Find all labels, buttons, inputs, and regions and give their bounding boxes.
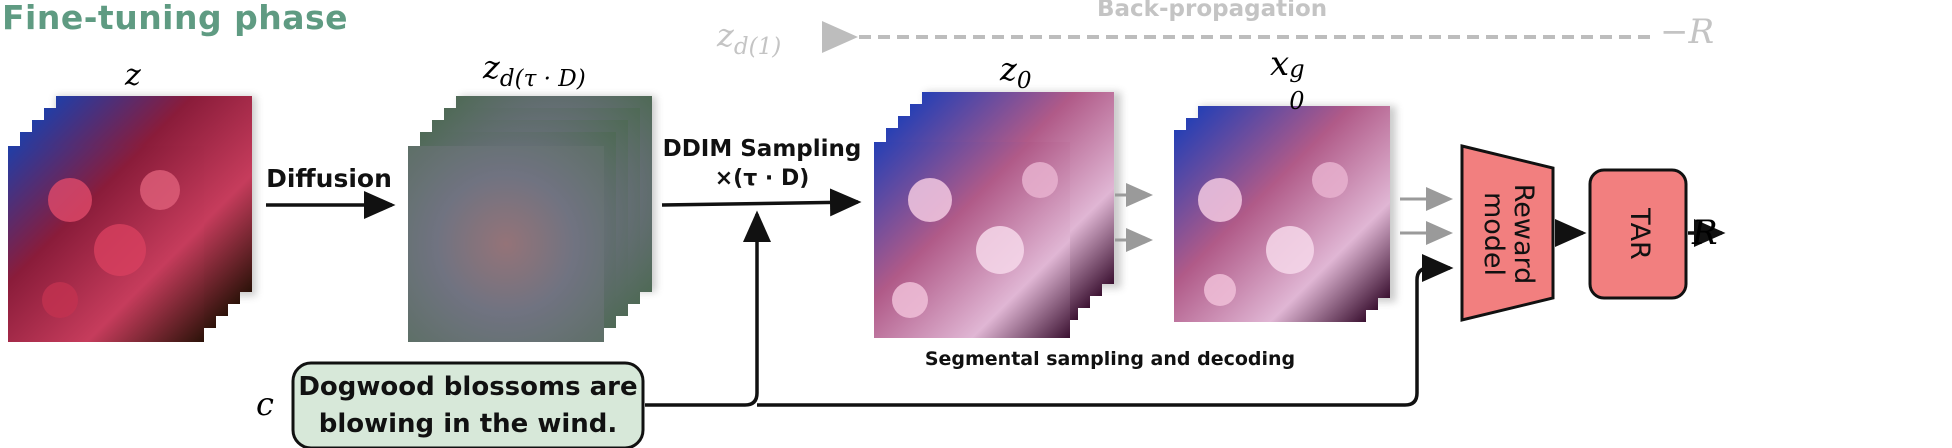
decoded-frames-stack (1174, 106, 1396, 322)
reward-model-box (1460, 144, 1555, 322)
label-zd1: zd(1) (717, 16, 782, 61)
ddim-arrow (661, 188, 862, 217)
prompt-box (291, 361, 645, 448)
label-z: z (125, 58, 141, 93)
backprop-label: Back-propagation (1097, 0, 1328, 22)
reward-model-label: Reward model (1478, 183, 1539, 285)
prompt-to-reward-arrow (757, 254, 1454, 407)
noisy-latent-stack (408, 96, 656, 342)
phase-title: Fine-tuning phase (2, 0, 349, 37)
label-z-noisy: zd(τ · D) (483, 48, 586, 93)
tar-label: TAR (1624, 208, 1655, 260)
label-r: R (1692, 213, 1718, 253)
latent-z-stack (8, 96, 256, 342)
diffusion-label: Diffusion (266, 164, 392, 193)
prompt-to-ddim-arrow (645, 210, 771, 407)
label-neg-r: −R (1660, 12, 1715, 52)
segmental-label: Segmental sampling and decoding (924, 348, 1296, 370)
ddim-label: DDIM Sampling (662, 136, 862, 162)
label-c: c (256, 385, 274, 423)
label-z0: z0 (1000, 50, 1032, 95)
denoised-latent-stack (874, 92, 1121, 338)
prompt-text: Dogwood blossoms are blowing in the wind… (298, 372, 638, 439)
tar-box (1588, 168, 1688, 300)
ddim-multiplier: ×(τ · D) (714, 166, 810, 191)
